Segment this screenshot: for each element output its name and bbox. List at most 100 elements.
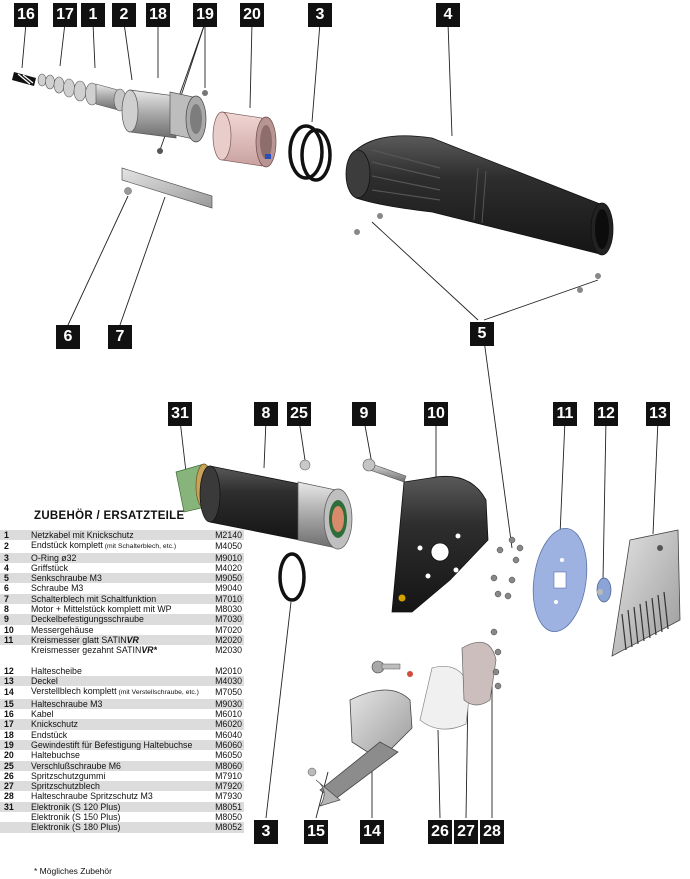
part-code: M4020 (215, 562, 242, 573)
callout-27: 27 (454, 820, 478, 844)
part-code: M9010 (198, 552, 244, 563)
part-name: Endstück komplett (mit Schalterblech, et… (30, 540, 177, 551)
callout-4: 4 (436, 3, 460, 27)
part-number: 27 (0, 781, 27, 792)
part-code: M7050 (215, 687, 242, 698)
part-number: 26 (4, 770, 14, 781)
part-number: 15 (0, 698, 27, 710)
part-number: 28 (4, 791, 14, 802)
callout-15: 15 (304, 820, 328, 844)
callout-1: 1 (81, 3, 105, 27)
callout-12: 12 (594, 402, 618, 426)
part-number: 17 (0, 719, 27, 730)
part-number: 1 (0, 530, 27, 541)
part-code: M7010 (198, 593, 244, 605)
callout-10: 10 (424, 402, 448, 426)
part-code: M7030 (198, 614, 244, 625)
table-row: 16 Kabel M6010 (0, 709, 244, 719)
circular-blade-part (532, 527, 588, 633)
part-code: M9050 (198, 573, 244, 584)
cover-part (611, 529, 681, 657)
callout-20: 20 (240, 3, 264, 27)
part-name: Kabel (30, 709, 54, 720)
motor-part (199, 459, 353, 602)
part-code: M6060 (198, 739, 244, 751)
part-name: Elektronik (S 180 Plus) (26, 822, 199, 833)
part-name: Endstück (30, 729, 68, 740)
part-name: Haltescheibe (30, 665, 82, 676)
part-code: M2020 (198, 634, 244, 646)
callout-13: 13 (646, 402, 670, 426)
part-code: M7020 (215, 624, 242, 635)
part-name: Griffstück (30, 562, 68, 573)
grip-part (345, 135, 614, 293)
part-code: M8060 (198, 760, 244, 771)
callout-6: 6 (56, 325, 80, 349)
part-name: Spritzschutzgummi (30, 770, 106, 781)
table-row: Elektronik (S 150 Plus)M8050 (0, 812, 244, 822)
callout-8: 8 (254, 402, 278, 426)
part-number: 16 (4, 709, 14, 720)
splash-guard-part (419, 628, 502, 730)
part-name: Haltebuchse (30, 750, 80, 761)
part-name: Elektronik (S 120 Plus) (26, 801, 199, 813)
table-row: 4 Griffstück M4020 (0, 563, 244, 573)
part-code: M9030 (198, 698, 244, 710)
part-name: Kreismesser gezahnt SATINVR* (30, 645, 157, 656)
part-number: 7 (0, 593, 27, 605)
callout-31: 31 (168, 402, 192, 426)
knife-housing-part (391, 475, 489, 613)
holder-disc-part (596, 577, 612, 603)
o-ring-part (288, 124, 332, 182)
part-code: M2140 (198, 530, 244, 541)
part-code: M6010 (215, 709, 242, 720)
table-row: Elektronik (S 180 Plus)M8052 (0, 822, 244, 833)
table-spacer (0, 656, 244, 666)
part-number: 18 (4, 729, 14, 740)
part-number: 11 (0, 634, 27, 646)
part-name: Halteschraube Spritzschutz M3 (30, 791, 153, 802)
part-number: 20 (4, 750, 14, 761)
table-row: 8 Motor + Mittelstück komplett mit WP M803… (0, 604, 244, 614)
part-number: 25 (0, 760, 27, 771)
part-name: Verschlußschraube M6 (26, 760, 199, 771)
callout-18: 18 (146, 3, 170, 27)
part-code: M6040 (215, 729, 242, 740)
part-number: 8 (4, 604, 9, 615)
part-name: Motor + Mittelstück komplett mit WP (30, 604, 172, 615)
callout-11: 11 (553, 402, 577, 426)
part-code: M6020 (198, 719, 244, 730)
cover-screw-part (362, 458, 407, 483)
part-name: Spritzschutzblech (26, 781, 199, 792)
end-piece-part (121, 89, 208, 154)
part-name: Deckelbefestigungsschraube (26, 614, 199, 625)
callout-3-bottom: 3 (254, 820, 278, 844)
callout-25: 25 (287, 402, 311, 426)
callout-2: 2 (112, 3, 136, 27)
callout-19: 19 (193, 3, 217, 27)
part-code: M8050 (215, 812, 242, 823)
part-code: M8030 (215, 604, 242, 615)
part-number: 13 (0, 676, 27, 687)
part-name: Schraube M3 (30, 583, 84, 594)
part-name: Gewindestift für Befestigung Haltebuchse (26, 739, 199, 751)
part-number: 4 (4, 562, 9, 573)
callout-17: 17 (53, 3, 77, 27)
part-number: 10 (4, 624, 14, 635)
